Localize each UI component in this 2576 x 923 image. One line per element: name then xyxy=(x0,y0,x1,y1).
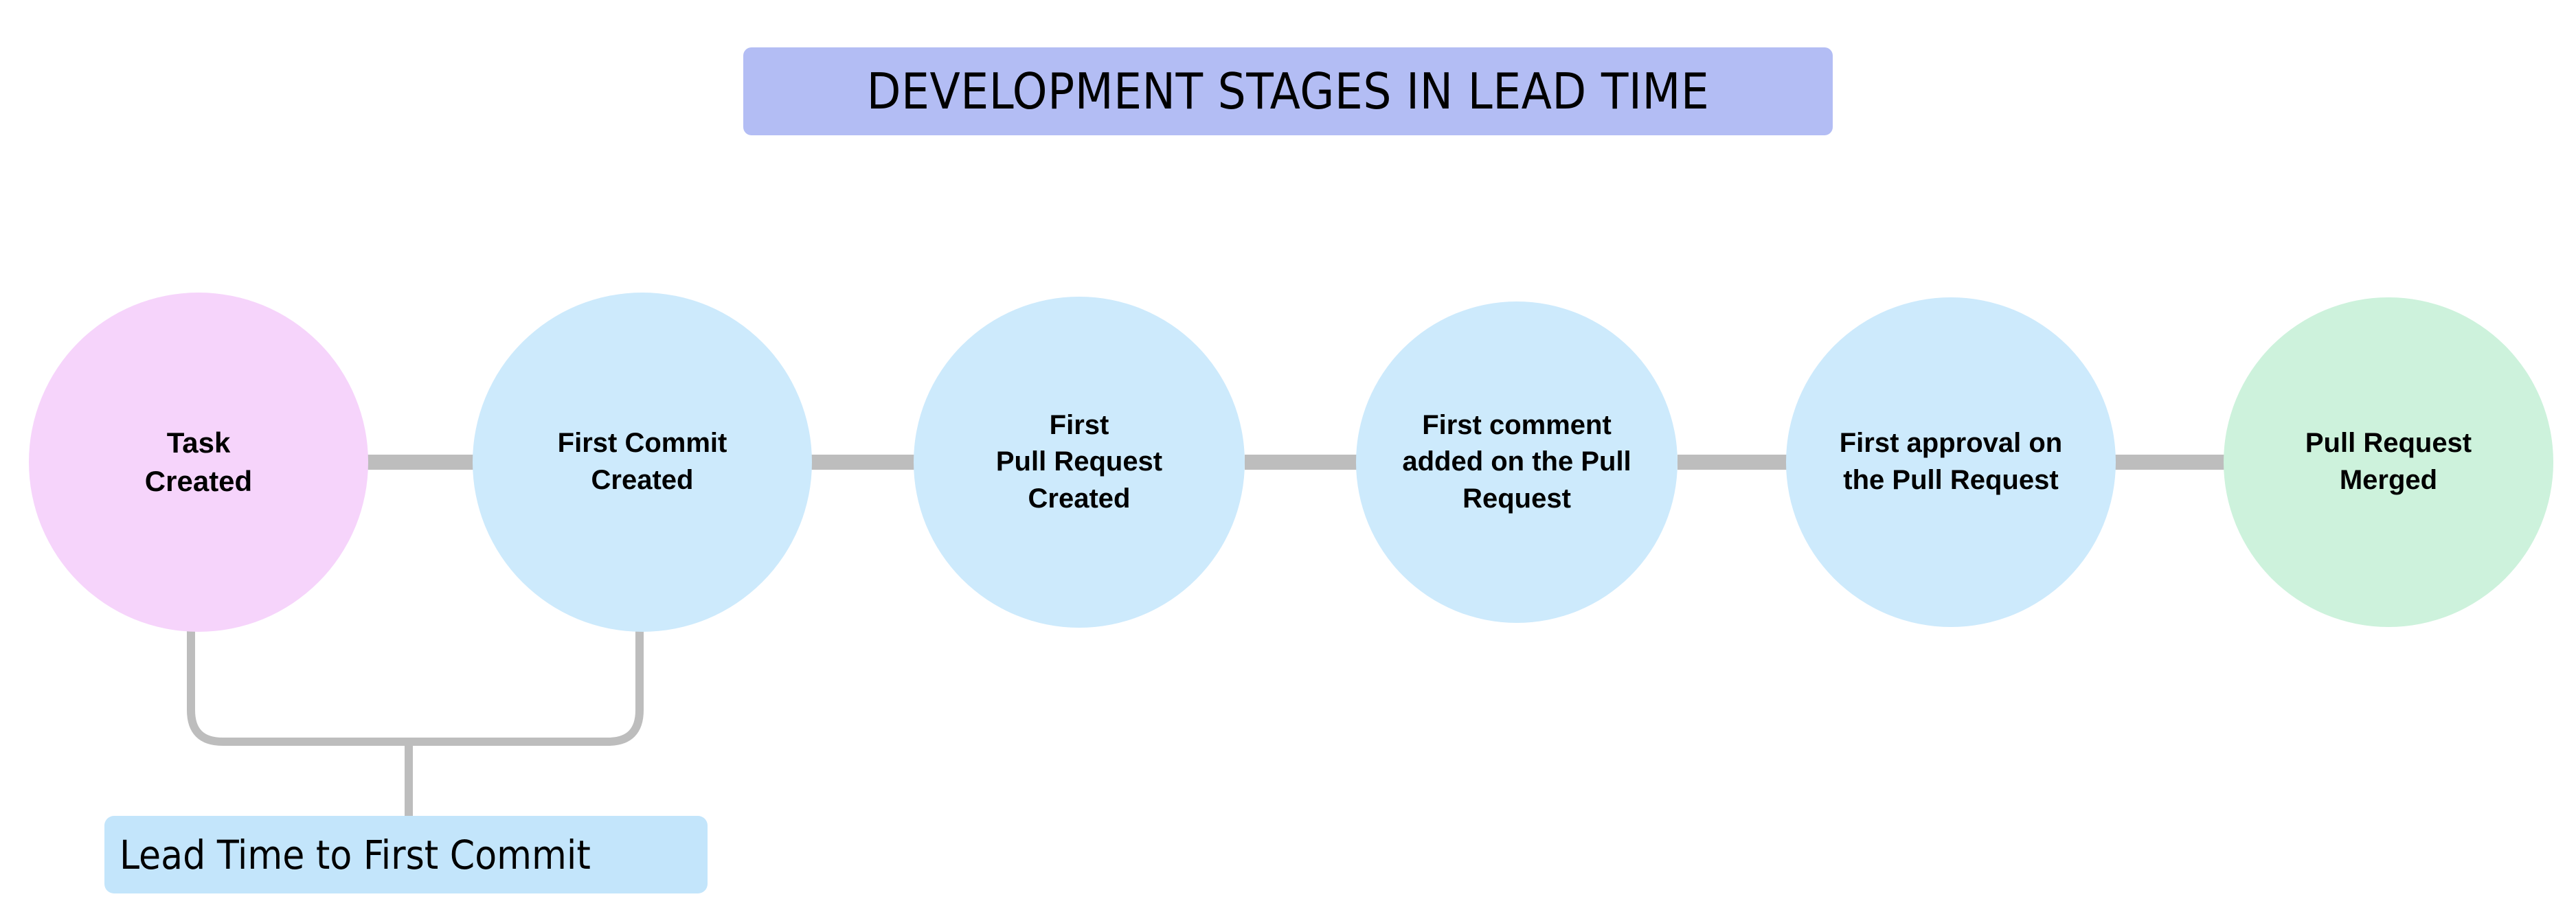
stage-node-label: First Commit Created xyxy=(557,428,727,495)
stage-node-pull-request-merged[interactable]: Pull Request Merged xyxy=(2224,297,2553,627)
stage-node-first-approval[interactable]: First approval on the Pull Request xyxy=(1786,297,2116,627)
stage-node-first-pull-request-created[interactable]: First Pull Request Created xyxy=(914,297,1245,628)
connector-4-5 xyxy=(1677,455,1787,470)
stage-node-label: Pull Request Merged xyxy=(2305,428,2472,495)
connector-2-3 xyxy=(811,455,915,470)
lead-time-label-box: Lead Time to First Commit xyxy=(104,816,708,893)
lead-time-bracket xyxy=(187,628,644,817)
stage-node-label: First comment added on the Pull Request xyxy=(1402,409,1631,514)
lead-time-label-text: Lead Time to First Commit xyxy=(120,831,591,878)
stage-node-task-created[interactable]: Task Created xyxy=(29,293,368,632)
stage-node-label: First approval on the Pull Request xyxy=(1839,428,2063,495)
diagram-title-banner: DEVELOPMENT STAGES IN LEAD TIME xyxy=(743,47,1833,135)
connector-1-2 xyxy=(367,455,474,470)
bracket-path xyxy=(187,628,644,746)
connector-3-4 xyxy=(1245,455,1357,470)
connector-5-6 xyxy=(2115,455,2225,470)
stage-node-label: First Pull Request Created xyxy=(995,409,1163,514)
stage-node-first-commit-created[interactable]: First Commit Created xyxy=(473,293,812,632)
connector-group xyxy=(367,455,2225,470)
stage-node-label: Task Created xyxy=(144,426,253,497)
stage-node-first-comment-added[interactable]: First comment added on the Pull Request xyxy=(1356,301,1677,623)
page-title: DEVELOPMENT STAGES IN LEAD TIME xyxy=(866,62,1710,120)
